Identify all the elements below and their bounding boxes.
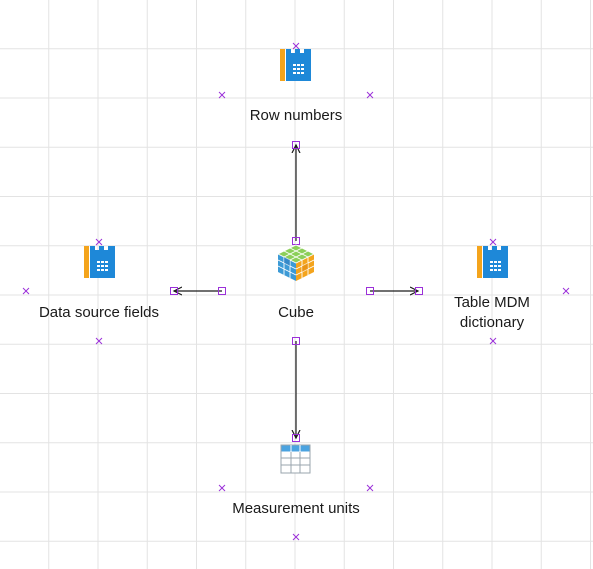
selection-handle[interactable] [292, 42, 300, 50]
node-label: Data source fields [38, 304, 160, 321]
selection-handle[interactable] [218, 484, 226, 492]
selection-handle[interactable] [489, 337, 497, 345]
selection-handle[interactable] [366, 91, 374, 99]
dictionary-icon [84, 246, 115, 278]
cube-icon [276, 244, 316, 281]
selection-handle[interactable] [292, 533, 300, 541]
port-box[interactable] [218, 287, 226, 295]
port-box[interactable] [292, 337, 300, 345]
port-box[interactable] [292, 141, 300, 149]
node-label: Measurement units [232, 500, 360, 517]
port-box[interactable] [170, 287, 178, 295]
port-box[interactable] [366, 287, 374, 295]
node-label: Cube [278, 304, 314, 321]
selection-handle[interactable] [562, 287, 570, 295]
selection-handle[interactable] [489, 238, 497, 246]
dictionary-icon [477, 246, 508, 278]
node-label: Row numbers [249, 107, 343, 124]
selection-handle[interactable] [218, 91, 226, 99]
dictionary-icon [280, 49, 311, 81]
port-box[interactable] [415, 287, 423, 295]
port-box[interactable] [292, 434, 300, 442]
selection-handle[interactable] [366, 484, 374, 492]
table-icon [280, 444, 311, 474]
selection-handle[interactable] [95, 337, 103, 345]
selection-handle[interactable] [22, 287, 30, 295]
selection-handle[interactable] [95, 238, 103, 246]
node-label-line2: dictionary [459, 314, 525, 331]
node-label-line1: Table MDM [454, 294, 530, 311]
